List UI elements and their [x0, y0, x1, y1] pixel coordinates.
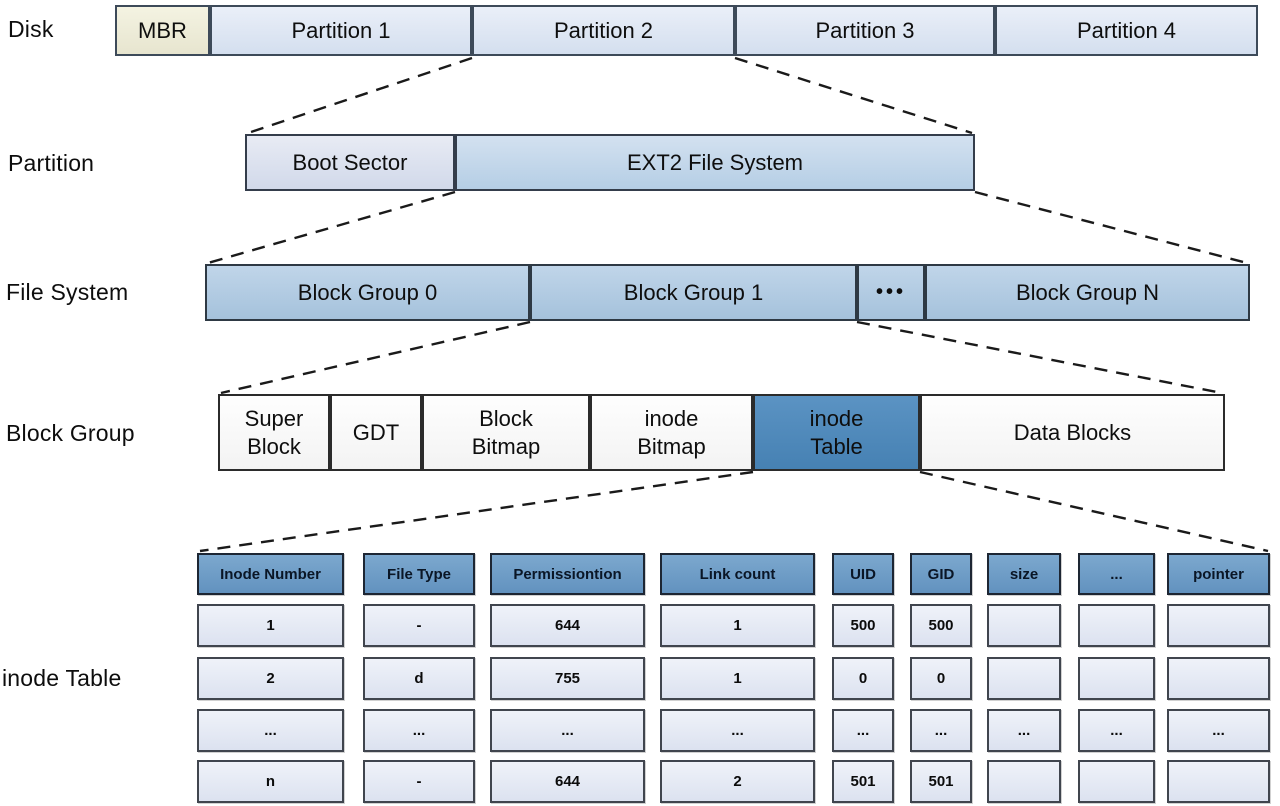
inode-header-3: Permissiontion [490, 553, 645, 595]
fs-segment-block-group-n: Block Group N [925, 264, 1250, 321]
inode-cell-r2-c8 [1078, 657, 1155, 700]
inode-cell-r2-c1: 2 [197, 657, 344, 700]
inode-cell-r2-c4: 1 [660, 657, 815, 700]
inode-cell-r3-c1: ... [197, 709, 344, 752]
inode-cell-r2-c6: 0 [910, 657, 972, 700]
inode-cell-r4-c7 [987, 760, 1061, 803]
fs-segment-block-group-0: Block Group 0 [205, 264, 530, 321]
inode-header-5: UID [832, 553, 894, 595]
inode-header-7: size [987, 553, 1061, 595]
disk-segment-partition-1: Partition 1 [210, 5, 472, 56]
bg-segment-inode-table: inode Table [753, 394, 920, 471]
inode-header-9: pointer [1167, 553, 1270, 595]
inode-cell-r1-c3: 644 [490, 604, 645, 647]
inode-header-4: Link count [660, 553, 815, 595]
inode-cell-r4-c3: 644 [490, 760, 645, 803]
bg-segment-inode-bitmap: inode Bitmap [590, 394, 753, 471]
inode-cell-r3-c7: ... [987, 709, 1061, 752]
bg-segment-super-block: Super Block [218, 394, 330, 471]
inode-cell-r3-c2: ... [363, 709, 475, 752]
inode-cell-r3-c6: ... [910, 709, 972, 752]
inode-cell-r1-c8 [1078, 604, 1155, 647]
disk-segment-partition-3: Partition 3 [735, 5, 995, 56]
bg-segment-gdt: GDT [330, 394, 422, 471]
inode-cell-r3-c5: ... [832, 709, 894, 752]
label-file-system: File System [6, 279, 129, 305]
inode-cell-r1-c4: 1 [660, 604, 815, 647]
inode-cell-r2-c7 [987, 657, 1061, 700]
inode-cell-r4-c6: 501 [910, 760, 972, 803]
inode-cell-r3-c9: ... [1167, 709, 1270, 752]
inode-cell-r2-c2: d [363, 657, 475, 700]
inode-cell-r1-c1: 1 [197, 604, 344, 647]
fs-segment-block-group-1: Block Group 1 [530, 264, 857, 321]
inode-cell-r1-c6: 500 [910, 604, 972, 647]
inode-cell-r4-c1: n [197, 760, 344, 803]
inode-cell-r2-c3: 755 [490, 657, 645, 700]
inode-cell-r3-c4: ... [660, 709, 815, 752]
inode-cell-r2-c9 [1167, 657, 1270, 700]
label-inode-table: inode Table [2, 665, 122, 691]
disk-segment-mbr: MBR [115, 5, 210, 56]
disk-segment-partition-2: Partition 2 [472, 5, 735, 56]
label-block-group: Block Group [6, 420, 135, 446]
disk-segment-partition-4: Partition 4 [995, 5, 1258, 56]
inode-cell-r3-c8: ... [1078, 709, 1155, 752]
partition-segment-boot-sector: Boot Sector [245, 134, 455, 191]
inode-header-2: File Type [363, 553, 475, 595]
inode-header-6: GID [910, 553, 972, 595]
partition-segment-ext2: EXT2 File System [455, 134, 975, 191]
inode-cell-r1-c7 [987, 604, 1061, 647]
bg-segment-data-blocks: Data Blocks [920, 394, 1225, 471]
inode-cell-r1-c5: 500 [832, 604, 894, 647]
inode-cell-r4-c8 [1078, 760, 1155, 803]
inode-header-1: Inode Number [197, 553, 344, 595]
inode-cell-r4-c4: 2 [660, 760, 815, 803]
inode-cell-r1-c2: - [363, 604, 475, 647]
inode-cell-r2-c5: 0 [832, 657, 894, 700]
inode-cell-r4-c5: 501 [832, 760, 894, 803]
label-partition: Partition [8, 150, 95, 176]
inode-cell-r1-c9 [1167, 604, 1270, 647]
inode-cell-r4-c9 [1167, 760, 1270, 803]
fs-segment-ellipsis: ••• [857, 264, 925, 321]
bg-segment-block-bitmap: Block Bitmap [422, 394, 590, 471]
inode-cell-r3-c3: ... [490, 709, 645, 752]
inode-header-8: ... [1078, 553, 1155, 595]
inode-cell-r4-c2: - [363, 760, 475, 803]
label-disk: Disk [8, 16, 54, 42]
